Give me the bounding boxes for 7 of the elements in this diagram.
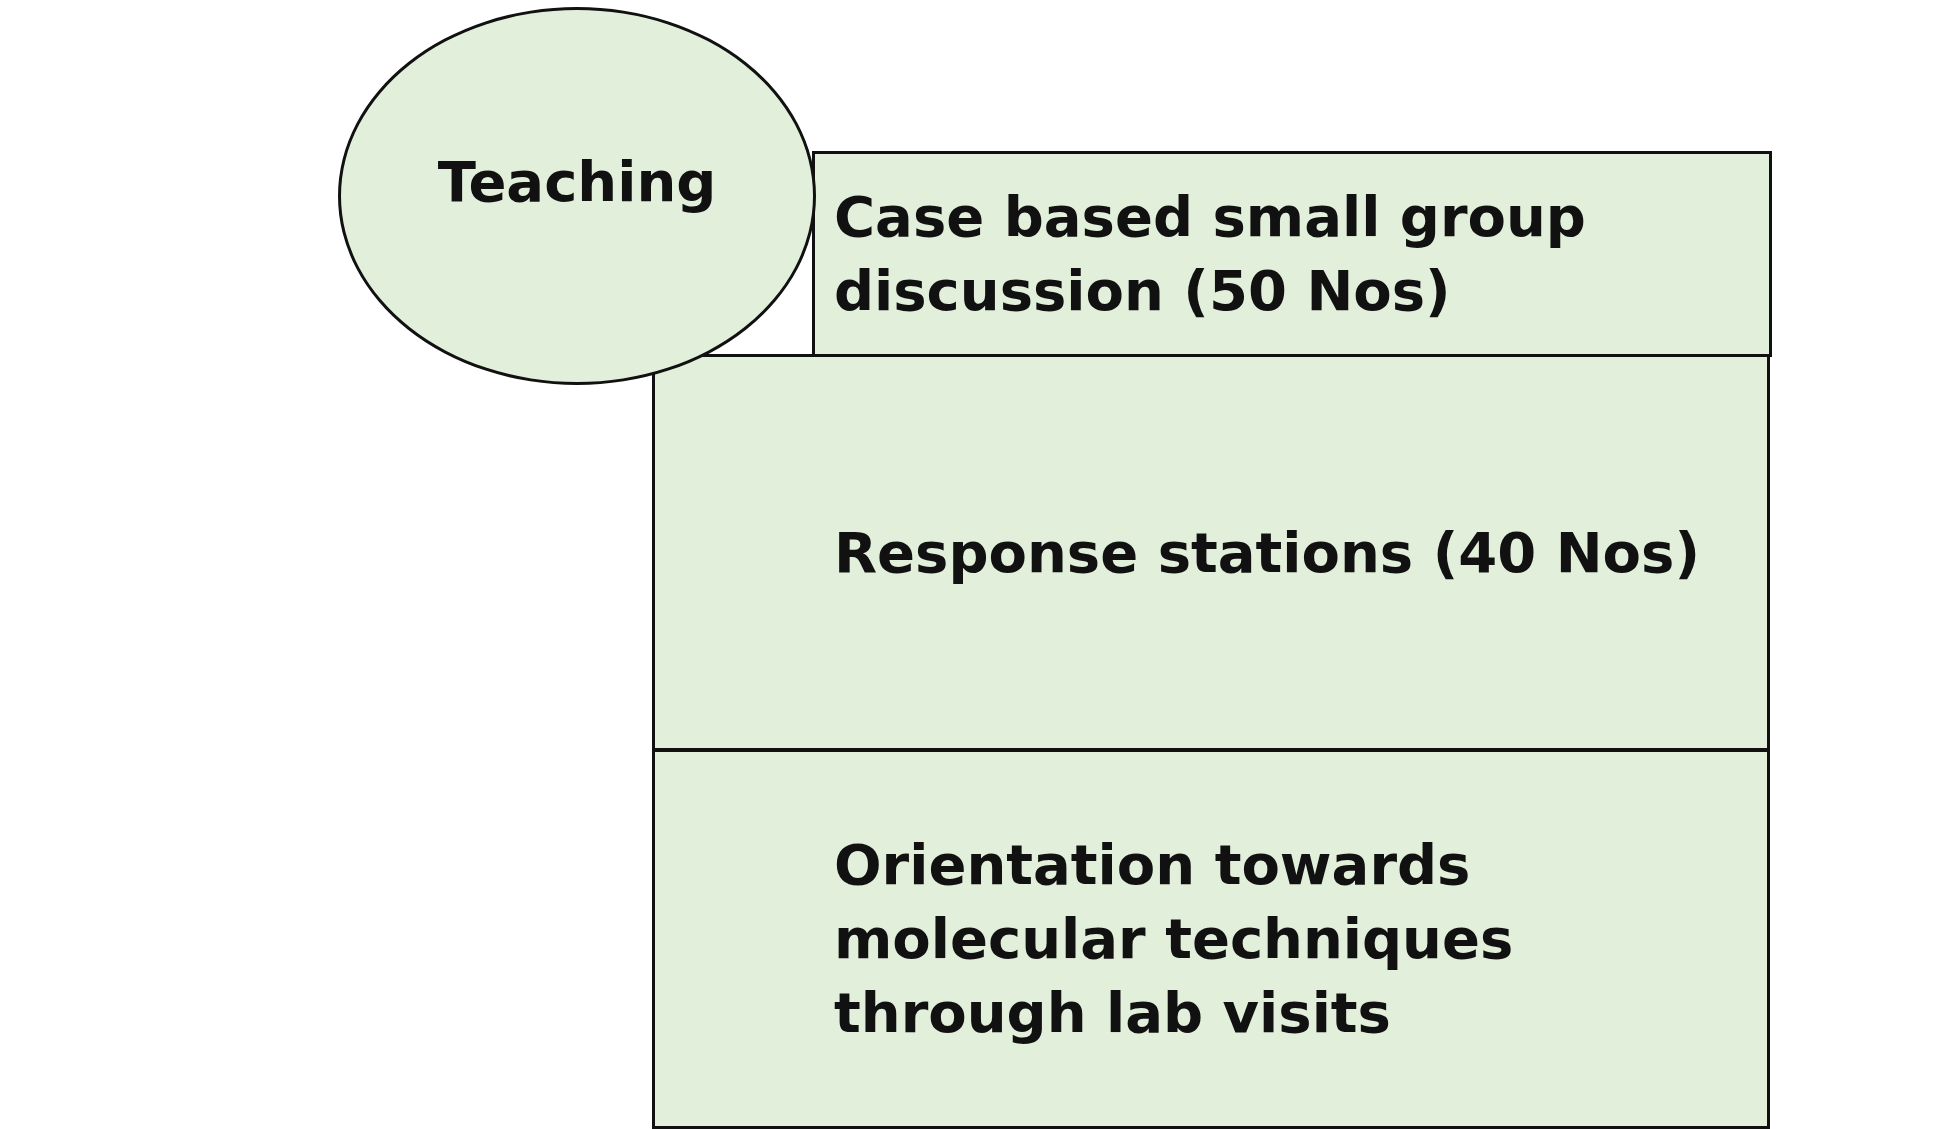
node-label: Response stations (40 Nos) [834, 518, 1700, 587]
process-box [652, 749, 1770, 1129]
node-label: Orientation towards molecular techniques through lab visits [834, 831, 1515, 1047]
process-box [652, 354, 1770, 751]
node-label: Teaching [437, 148, 717, 216]
process-box [812, 151, 1772, 357]
node-label: Case based small group discussion (50 Nos) [834, 183, 1587, 325]
